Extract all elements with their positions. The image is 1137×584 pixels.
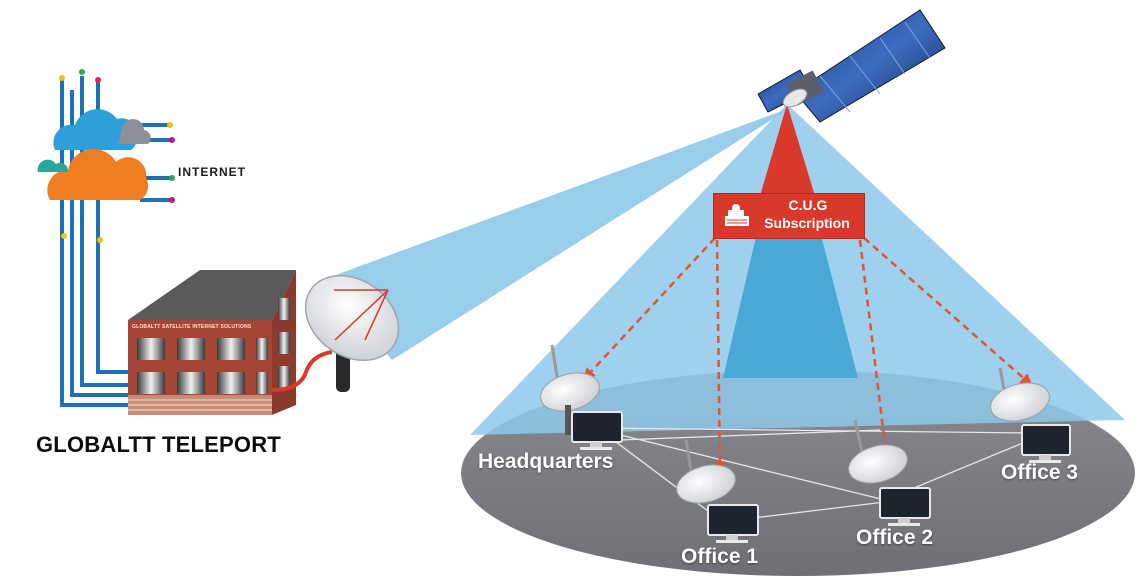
internet-label: INTERNET [178,165,246,179]
office3-label: Office 3 [1001,461,1079,484]
cug-arrows [582,237,1033,475]
office1-computer-icon [707,504,759,543]
internet-cloud-icon [30,69,175,407]
office2-dish-icon [848,419,908,484]
network-links [599,427,1031,523]
cug-subtitle: Subscription [764,215,850,231]
satellite-icon [757,9,946,123]
office2-computer-icon [879,487,931,526]
building-sign: GLOBALTT SATELLITE INTERNET SOLUTIONS [132,324,252,330]
headquarters-computer-icon [571,411,623,450]
cug-subscription-box: C.U.G Subscription [713,193,865,239]
office1-label: Office 1 [681,545,759,568]
headquarters-label: Headquarters [478,450,614,473]
teleport-label: GLOBALTT TELEPORT [36,432,281,457]
office3-computer-icon [1021,424,1071,463]
uplink-beam [322,108,790,360]
office2-label: Office 2 [856,526,934,549]
office3-dish-icon [990,367,1050,422]
subscription-icon [725,204,749,226]
cug-red-beam [760,104,815,196]
cug-title: C.U.G [788,197,828,213]
teleport-dish-icon [304,274,400,392]
office1-dish-icon [676,439,736,504]
teleport-building [128,270,333,415]
coverage-cone-inner [723,104,858,378]
headquarters-dish-icon [540,344,600,435]
